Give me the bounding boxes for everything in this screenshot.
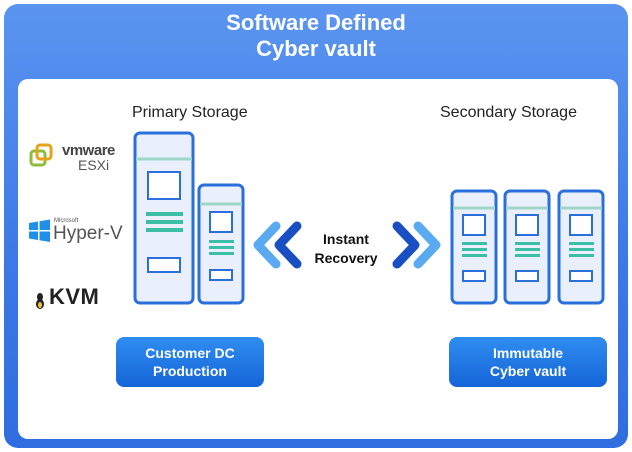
customer-button-line-2: Production [153, 363, 227, 379]
secondary-server-1 [450, 189, 498, 305]
instant-recovery-line-1: Instant [323, 231, 369, 247]
chevron-right-icon [392, 221, 441, 269]
primary-storage-label: Primary Storage [132, 104, 248, 121]
secondary-server-3 [557, 189, 605, 305]
vmware-icon [29, 143, 53, 167]
instant-recovery-label: Instant Recovery [306, 230, 386, 268]
kvm-label: KVM [49, 284, 100, 309]
instant-recovery-line-2: Recovery [314, 250, 378, 266]
esxi-label: ESXi [78, 157, 110, 173]
primary-server-small [197, 183, 245, 305]
title-line-1: Software Defined [226, 10, 406, 35]
customer-button-line-1: Customer DC [145, 345, 235, 361]
immutable-button-line-1: Immutable [492, 345, 563, 361]
immutable-cyber-vault-button: Immutable Cyber vault [449, 337, 607, 387]
customer-dc-production-button: Customer DC Production [116, 337, 264, 387]
windows-icon [29, 219, 50, 242]
hyperv-label: Hyper-V [53, 223, 123, 244]
secondary-storage-label: Secondary Storage [440, 104, 577, 121]
kvm-penguin-icon [36, 293, 44, 309]
immutable-button-line-2: Cyber vault [489, 363, 567, 379]
title-line-2: Cyber vault [256, 36, 376, 61]
secondary-server-2 [503, 189, 551, 305]
primary-server-large [133, 131, 195, 305]
vmware-logo-text: vmware [62, 142, 115, 159]
chevron-left-icon [253, 221, 302, 269]
page-title: Software Defined Cyber vault [0, 10, 632, 62]
microsoft-label: Microsoft [54, 218, 79, 224]
